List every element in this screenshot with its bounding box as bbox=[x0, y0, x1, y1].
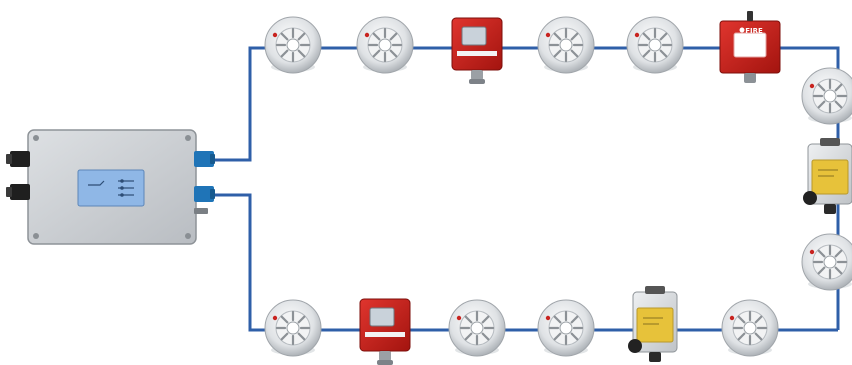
smoke-detector bbox=[537, 299, 595, 357]
cable-gland-black bbox=[6, 184, 30, 200]
smoke-detector bbox=[356, 16, 414, 74]
cable-gland-black bbox=[6, 151, 30, 167]
smoke-detector bbox=[537, 16, 595, 74]
wire-top bbox=[212, 46, 840, 162]
panel-screw bbox=[33, 233, 39, 239]
smoke-detector bbox=[801, 67, 852, 125]
manual-call-point bbox=[451, 17, 503, 84]
fire-label: FIRE bbox=[745, 27, 763, 35]
smoke-detector bbox=[448, 299, 506, 357]
smoke-detector bbox=[721, 299, 779, 357]
smoke-detector bbox=[264, 16, 322, 74]
smoke-detector bbox=[801, 233, 852, 291]
control-panel bbox=[6, 129, 215, 245]
panel-screw bbox=[185, 233, 191, 239]
fire-alarm-call-point: FIRE bbox=[719, 11, 781, 83]
panel-screen-symbols bbox=[88, 179, 134, 197]
cable-gland-blue bbox=[194, 151, 215, 167]
panel-vent bbox=[194, 208, 208, 214]
smoke-detector bbox=[626, 16, 684, 74]
manual-call-point bbox=[359, 298, 411, 365]
interface-module bbox=[803, 138, 852, 214]
loop-devices: FIRE bbox=[264, 11, 852, 365]
panel-screen bbox=[77, 169, 145, 207]
loop-wiring bbox=[212, 46, 840, 332]
panel-screw bbox=[33, 135, 39, 141]
interface-module bbox=[628, 286, 678, 362]
cable-gland-blue bbox=[194, 186, 215, 202]
panel-screw bbox=[185, 135, 191, 141]
smoke-detector bbox=[264, 299, 322, 357]
